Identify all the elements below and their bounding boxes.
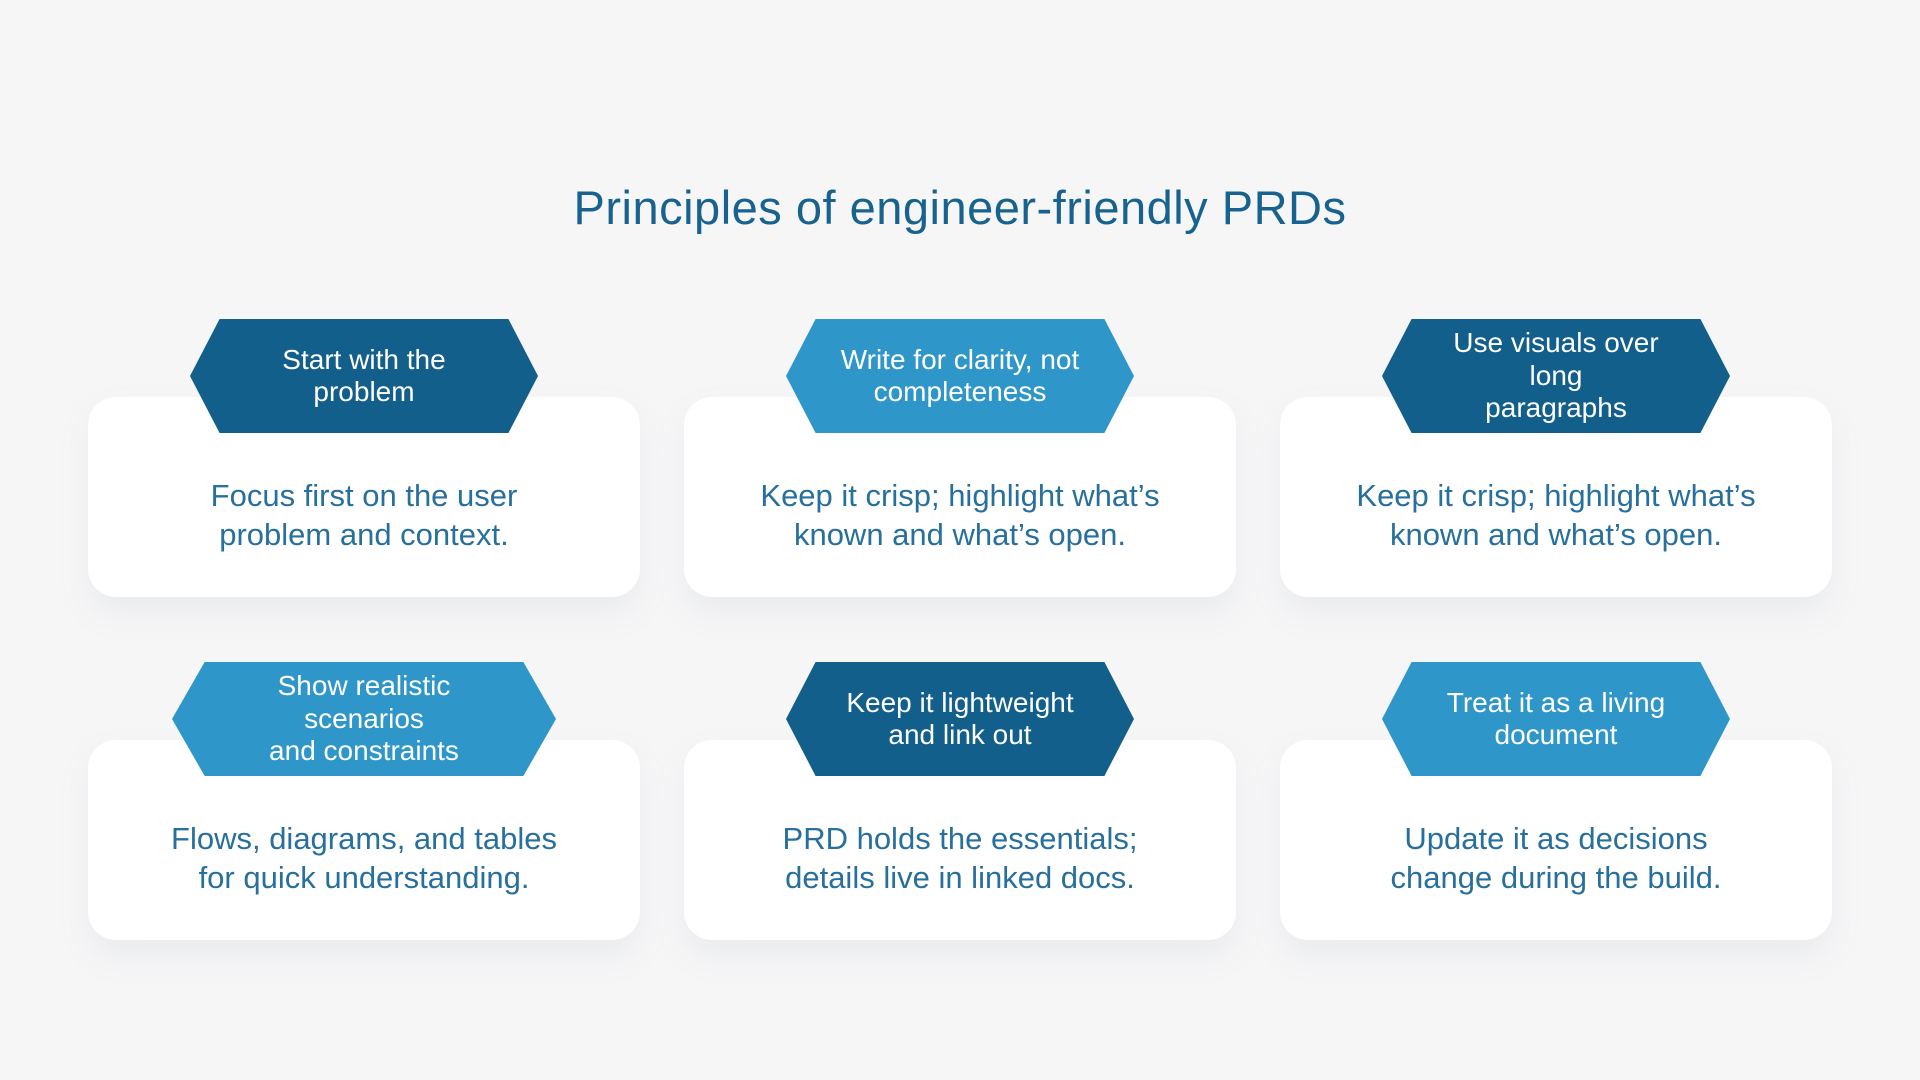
card-description: Flows, diagrams, and tables for quick un… [171,820,557,895]
card-use-visuals: Use visuals over long paragraphs Keep it… [1280,319,1832,597]
card-write-for-clarity: Write for clarity, not completeness Keep… [684,319,1236,597]
hexagon-badge: Show realistic scenarios and constraints [172,662,556,776]
hexagon-badge: Start with the problem [190,319,538,433]
hexagon-badge: Keep it lightweight and link out [786,662,1134,776]
card-description: Focus first on the user problem and cont… [210,477,518,552]
card-show-realistic-scenarios: Show realistic scenarios and constraints… [88,662,640,940]
card-start-with-the-problem: Start with the problem Focus first on th… [88,319,640,597]
hexagon-badge: Use visuals over long paragraphs [1382,319,1730,433]
hexagon-badge: Treat it as a living document [1382,662,1730,776]
card-keep-it-lightweight: Keep it lightweight and link out PRD hol… [684,662,1236,940]
hexagon-badge: Write for clarity, not completeness [786,319,1134,433]
card-description: Keep it crisp; highlight what’s known an… [760,477,1160,552]
principles-row-bottom: Show realistic scenarios and constraints… [0,662,1920,940]
card-description: Keep it crisp; highlight what’s known an… [1356,477,1756,552]
card-description: Update it as decisions change during the… [1390,820,1722,895]
card-treat-as-living-document: Treat it as a living document Update it … [1280,662,1832,940]
page-title: Principles of engineer-friendly PRDs [573,181,1347,234]
card-description: PRD holds the essentials; details live i… [782,820,1138,895]
principles-row-top: Start with the problem Focus first on th… [0,319,1920,597]
